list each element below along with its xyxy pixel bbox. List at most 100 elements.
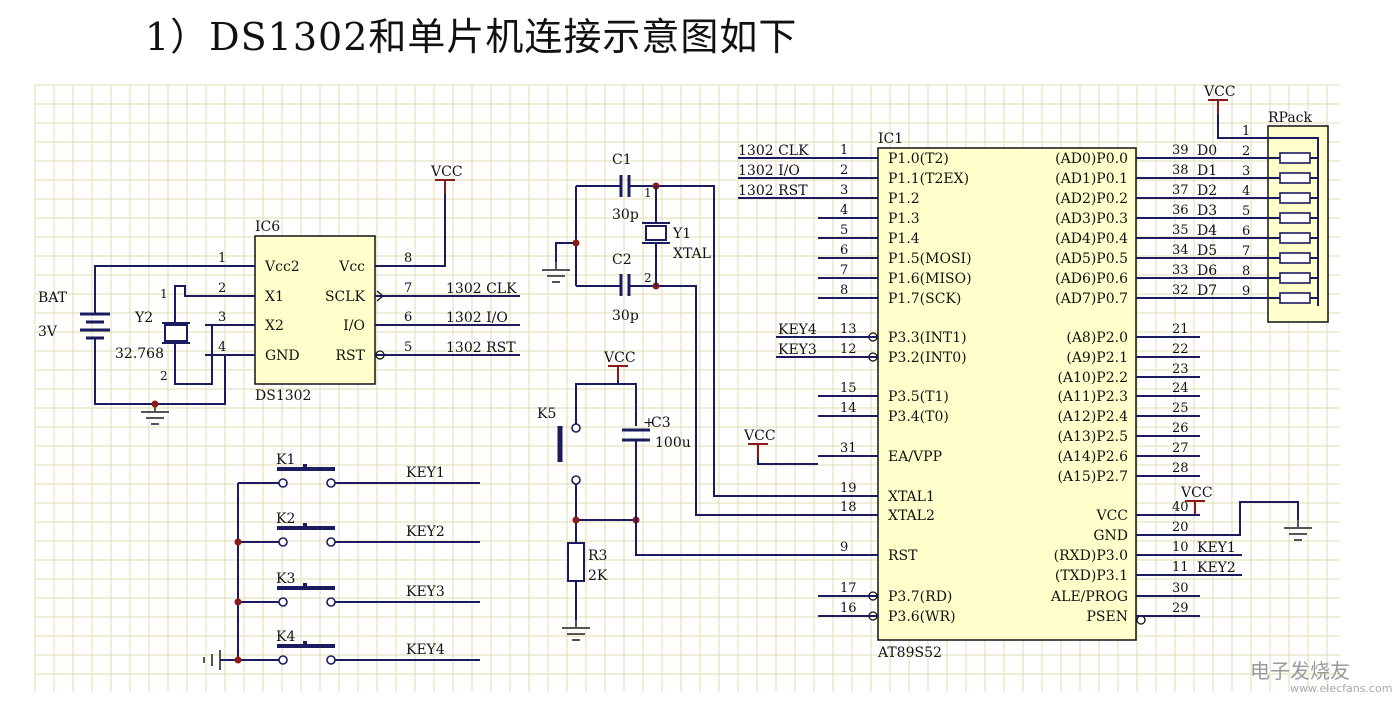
net-label: KEY4 (778, 322, 817, 338)
y2-pin-num: 1 (160, 287, 168, 301)
vcc-symbol (1185, 500, 1205, 515)
ic1-pin-name: (AD4)P0.4 (1055, 231, 1128, 247)
keys-common-wire (220, 483, 239, 661)
ic6-pin-num: 8 (404, 251, 412, 266)
ic1-pin-num: 12 (840, 342, 857, 357)
ic1-pin-num: 21 (1172, 322, 1189, 337)
ic6-pin-num: 4 (218, 340, 226, 355)
ground-symbol (562, 620, 590, 641)
resistor-r3 (567, 542, 585, 582)
ic1-pin-num: 31 (840, 441, 857, 456)
ic1-pin-name: (A10)P2.2 (1057, 370, 1128, 386)
ic1-pin-name: (A14)P2.6 (1057, 449, 1128, 465)
resistor-element (1279, 152, 1311, 164)
ic1-pin-num: 17 (840, 581, 857, 596)
net-label: D3 (1197, 203, 1217, 219)
c3-wire (618, 383, 637, 426)
c3-plates (622, 428, 650, 442)
ic1-pin-name: (AD0)P0.0 (1055, 151, 1128, 167)
k5-ref: K5 (537, 406, 556, 422)
ic1-pin-name: (TXD)P3.1 (1055, 568, 1128, 584)
xtal2-wire (629, 285, 878, 516)
y1-ref: Y1 (672, 226, 691, 242)
rpack-pin-num: 4 (1242, 184, 1250, 199)
watermark-title: 电子发烧友 (1250, 659, 1350, 683)
switch-contact (326, 537, 336, 547)
ic1-pin-num: 6 (840, 243, 848, 258)
crystal-y2 (164, 324, 188, 342)
ic1-pin-name: VCC (1095, 508, 1128, 524)
ic1-pin-num: 30 (1172, 581, 1189, 596)
ic6-pin-num: 2 (218, 281, 226, 296)
ic1-pin-num: 23 (1172, 362, 1189, 377)
ic1-pin-name: (A13)P2.5 (1057, 429, 1128, 445)
ic1-pin-name: P3.2(INT0) (888, 350, 967, 366)
ic6-ref: IC6 (255, 219, 280, 235)
cap-gnd-wire (555, 242, 576, 262)
ic1-pin-name: P1.3 (888, 211, 920, 227)
key-actuator (277, 523, 335, 530)
ic1-ref: IC1 (878, 131, 903, 147)
key-actuator (277, 583, 335, 590)
key-net-label: KEY2 (406, 524, 445, 540)
ic1-pin-num: 29 (1172, 601, 1189, 616)
y2-wire (174, 324, 213, 385)
switch-contact (326, 597, 336, 607)
ic1-pin-num: 2 (840, 163, 848, 178)
ic1-pin-name: ALE/PROG (1050, 589, 1128, 605)
bat-gnd-wire (94, 338, 226, 405)
ic1-pin-num: 13 (840, 322, 857, 337)
ic1-pin-num: 16 (840, 601, 857, 616)
ic6-part: DS1302 (255, 388, 311, 404)
ic1-pin-num: 34 (1172, 243, 1189, 258)
ic1-pin-name: P1.5(MOSI) (888, 251, 972, 267)
net-label: 1302 RST (446, 340, 516, 356)
c2-value: 30p (612, 308, 639, 324)
ic1-pin-num: 3 (840, 183, 848, 198)
vcc-symbol (748, 443, 768, 458)
ic1-pin-name: P3.4(T0) (888, 409, 949, 425)
junction-dot (572, 239, 580, 247)
bat-wire (94, 265, 205, 314)
watermark-logo: 电子发烧友 (1250, 655, 1350, 684)
y1-pin-num: 1 (644, 186, 652, 200)
y2-ref: Y2 (134, 310, 153, 326)
rpack-pin-num: 8 (1242, 264, 1250, 279)
r3-ref: R3 (588, 548, 607, 564)
ic1-pin-num: 28 (1172, 461, 1189, 476)
ic1-pin-name: P3.6(WR) (888, 609, 956, 625)
net-label: 1302 I/O (446, 310, 508, 326)
ic1-pin-num: 22 (1172, 342, 1189, 357)
ic6-pin-name: I/O (343, 318, 365, 334)
ic1-pin-num: 10 (1172, 540, 1189, 555)
ic1-pin-name: P3.3(INT1) (888, 330, 967, 346)
net-label: D6 (1197, 263, 1217, 279)
ic1-pin-name: P1.1(T2EX) (888, 171, 969, 187)
ic6-pin-name: X2 (265, 318, 284, 334)
ic1-pin-num: 9 (840, 540, 848, 555)
ground-symbol (141, 404, 169, 425)
net-label: D2 (1197, 183, 1217, 199)
key-ref: K2 (276, 511, 295, 527)
ic6-pin-num: 6 (404, 310, 412, 325)
y1-value: XTAL (673, 246, 711, 262)
r3-value: 2K (588, 568, 608, 584)
ic1-pin-name: (AD2)P0.2 (1055, 191, 1128, 207)
ic1-pin-name: P1.2 (888, 191, 920, 207)
rpack-pin-num: 1 (1242, 124, 1250, 139)
net-label: D0 (1197, 143, 1217, 159)
vcc-label: VCC (1180, 485, 1213, 501)
key-net-label: KEY4 (406, 642, 445, 658)
junction-dot (234, 538, 242, 546)
vcc-label: VCC (743, 428, 776, 444)
ic1-pin-name: (AD7)P0.7 (1055, 291, 1128, 307)
ic1-pin-num: 36 (1172, 203, 1189, 218)
c1-value: 30p (612, 207, 639, 223)
reset-wire (575, 380, 619, 424)
ic1-pin-num: 40 (1172, 500, 1189, 515)
key-actuator (277, 464, 335, 471)
ic6-pin-num: 3 (218, 310, 226, 325)
ic1-pin-num: 25 (1172, 401, 1189, 416)
net-label: KEY1 (1197, 540, 1236, 556)
vcc-symbol (1208, 99, 1228, 114)
